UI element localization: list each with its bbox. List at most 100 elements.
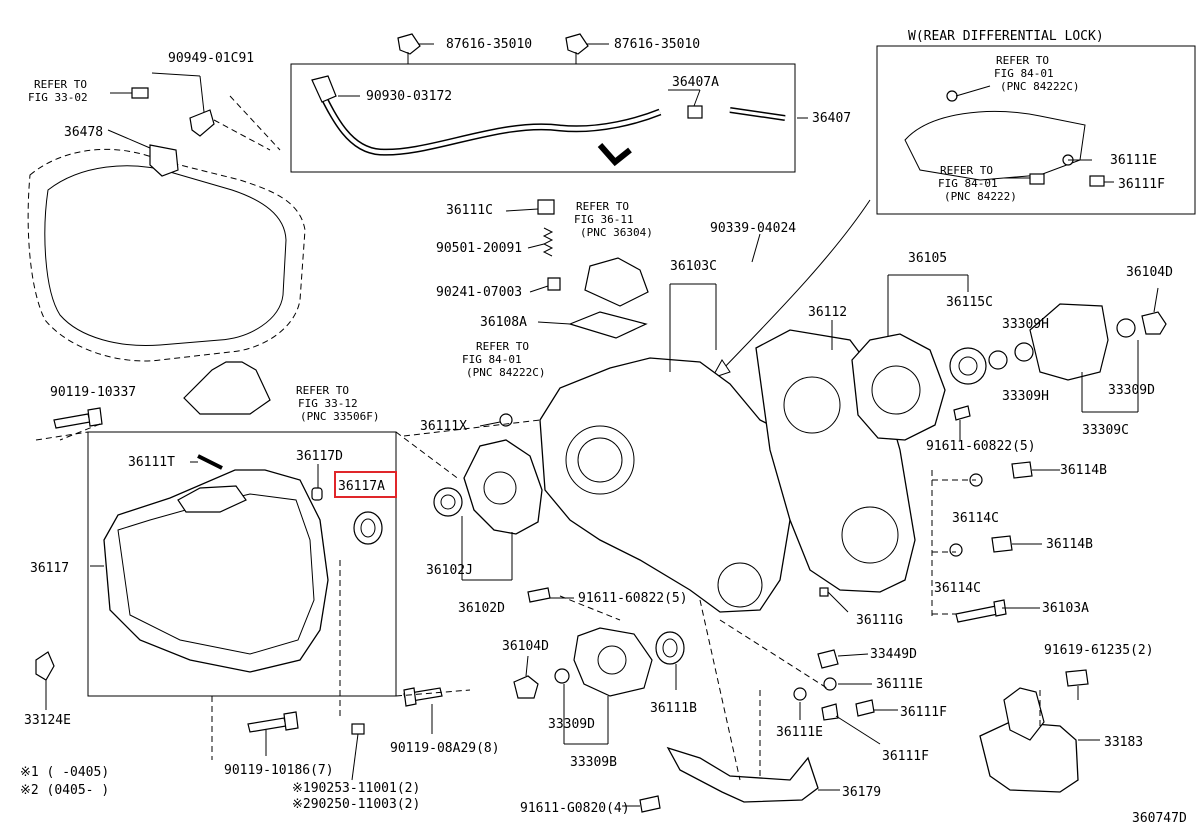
label-36114c-a[interactable]: 36114C (952, 511, 999, 526)
label-36102j[interactable]: 36102J (426, 563, 473, 578)
label-90119-10186[interactable]: 90119-10186(7) (224, 763, 334, 778)
label-33309h-a[interactable]: 33309H (1002, 317, 1049, 332)
label-33124e[interactable]: 33124E (24, 713, 71, 728)
plug-36111c (537, 199, 555, 215)
label-36111g[interactable]: 36111G (856, 613, 903, 628)
bolt-icon-left-top (131, 87, 149, 99)
label-36103c[interactable]: 36103C (670, 259, 717, 274)
label-90250[interactable]: ※290250-11003(2) (292, 797, 420, 812)
highlight-box-36117a (334, 471, 397, 498)
bolt-36111f-b (821, 703, 839, 721)
flange-33309c (1029, 303, 1109, 381)
label-36111f-b[interactable]: 36111F (882, 749, 929, 764)
label-36105[interactable]: 36105 (908, 251, 947, 266)
rear-cover-bore-lower (841, 506, 899, 564)
label-90253[interactable]: ※190253-11001(2) (292, 781, 420, 796)
label-90241[interactable]: 90241-07003 (436, 285, 522, 300)
label-36117[interactable]: 36117 (30, 561, 69, 576)
label-36179[interactable]: 36179 (842, 785, 881, 800)
label-36478[interactable]: 36478 (64, 125, 103, 140)
bolt-91611-right (953, 405, 971, 421)
label-36117d[interactable]: 36117D (296, 449, 343, 464)
label-w-refer-1c: (PNC 84222C) (1000, 80, 1079, 93)
transfer-case-body (539, 357, 801, 613)
label-refer-33-12-b: FIG 33-12 (298, 397, 358, 410)
label-36114b-a[interactable]: 36114B (1060, 463, 1107, 478)
washer-33309d-left (554, 668, 570, 684)
label-33309d-left[interactable]: 33309D (548, 717, 595, 732)
label-91611-g0820[interactable]: 91611-G0820(4) (520, 801, 630, 816)
bolt-90119-10337 (53, 413, 91, 429)
label-33309h-b[interactable]: 33309H (1002, 389, 1049, 404)
gasket-36111x (499, 413, 513, 427)
hose-end-fitting (311, 75, 337, 103)
label-36407[interactable]: 36407 (812, 111, 851, 126)
seal-36117a (353, 511, 383, 545)
clip-90949 (189, 109, 215, 137)
label-36111b[interactable]: 36111B (650, 701, 697, 716)
label-36111x[interactable]: 36111X (420, 419, 467, 434)
label-91611-right[interactable]: 91611-60822(5) (926, 439, 1036, 454)
label-36111c[interactable]: 36111C (446, 203, 493, 218)
label-33183[interactable]: 33183 (1104, 735, 1143, 750)
shift-cover (584, 257, 649, 307)
rear-diff-lock-box (876, 45, 1196, 215)
label-36111e-w[interactable]: 36111E (1110, 153, 1157, 168)
pin-36111t (197, 454, 223, 470)
label-36111e-a[interactable]: 36111E (876, 677, 923, 692)
label-36111e-b[interactable]: 36111E (776, 725, 823, 740)
gasket-36108a (568, 311, 648, 339)
label-36102d[interactable]: 36102D (458, 601, 505, 616)
bolt-91611-g0820 (639, 795, 661, 813)
label-36104d-right[interactable]: 36104D (1126, 265, 1173, 280)
label-90501[interactable]: 90501-20091 (436, 241, 522, 256)
label-36112[interactable]: 36112 (808, 305, 847, 320)
label-36114c-b[interactable]: 36114C (934, 581, 981, 596)
label-36103a[interactable]: 36103A (1042, 601, 1089, 616)
plug-36114b-b (991, 535, 1013, 553)
label-33309c[interactable]: 33309C (1082, 423, 1129, 438)
spring-90501 (542, 227, 554, 257)
label-36108a[interactable]: 36108A (480, 315, 527, 330)
case-bore-front (565, 425, 635, 495)
label-w-refer-1b: FIG 84-01 (994, 67, 1054, 80)
label-33449d[interactable]: 33449D (870, 647, 917, 662)
label-91619[interactable]: 91619-61235(2) (1044, 643, 1154, 658)
label-87616-a[interactable]: 87616-35010 (446, 37, 532, 52)
label-33309b[interactable]: 33309B (570, 755, 617, 770)
bracket-33124e (35, 651, 55, 681)
reference-arrow (719, 199, 871, 373)
bolt-36103a (955, 605, 999, 623)
label-36111t[interactable]: 36111T (128, 455, 175, 470)
label-33309d-right[interactable]: 33309D (1108, 383, 1155, 398)
label-90930[interactable]: 90930-03172 (366, 89, 452, 104)
seal-33309h (988, 350, 1008, 370)
diff-lock-switch-lower (1029, 173, 1045, 185)
washer-36111e-a (823, 677, 837, 691)
rear-cover-bore-upper (783, 376, 841, 434)
label-36115c[interactable]: 36115C (946, 295, 993, 310)
tube-assembly-box (290, 63, 796, 173)
label-36117a[interactable]: 36117A (338, 479, 385, 494)
seal-36111b (655, 631, 685, 665)
label-87616-b[interactable]: 87616-35010 (614, 37, 700, 52)
bolt-36111f-a (855, 699, 875, 717)
label-36104d-left[interactable]: 36104D (502, 639, 549, 654)
label-90339[interactable]: 90339-04024 (710, 221, 796, 236)
label-w-title: W(REAR DIFFERENTIAL LOCK) (908, 29, 1104, 44)
label-90949-01c91[interactable]: 90949-01C91 (168, 51, 254, 66)
flange-33309b (573, 627, 653, 697)
extension-housing-36105 (851, 333, 946, 441)
label-90119-10337[interactable]: 90119-10337 (50, 385, 136, 400)
label-w-refer-2c: (PNC 84222) (944, 190, 1017, 203)
label-90119-08a29[interactable]: 90119-08A29(8) (390, 741, 500, 756)
label-36111f-a[interactable]: 36111F (900, 705, 947, 720)
plug-36114b-a (1011, 461, 1033, 479)
label-91611-middle[interactable]: 91611-60822(5) (578, 591, 688, 606)
label-36114b-b[interactable]: 36114B (1046, 537, 1093, 552)
label-36111f-w[interactable]: 36111F (1118, 177, 1165, 192)
label-36407a[interactable]: 36407A (672, 75, 719, 90)
label-refer-84-b: FIG 84-01 (462, 353, 522, 366)
case-36117 (103, 469, 329, 673)
